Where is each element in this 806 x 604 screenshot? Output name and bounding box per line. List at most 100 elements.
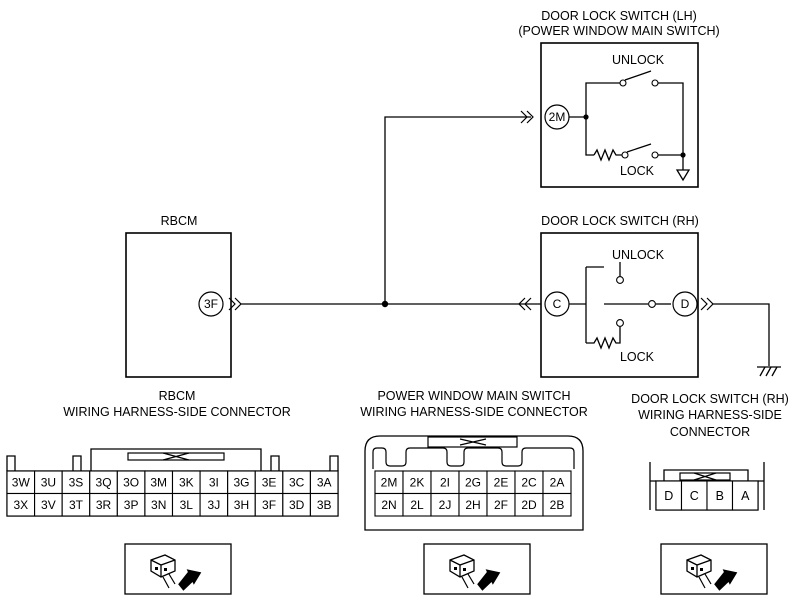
rh-connector-subtitle-2: CONNECTOR — [670, 425, 750, 439]
terminal-c-label: C — [553, 297, 562, 311]
rbcm-connector-latch-x — [162, 452, 190, 461]
pin-label-3g: 3G — [233, 476, 249, 490]
pin-cell-d — [655, 480, 683, 511]
pin-label-2h: 2H — [465, 498, 480, 512]
pw-connector-subtitle: WIRING HARNESS-SIDE CONNECTOR — [360, 405, 588, 419]
pin-label-c: C — [690, 489, 699, 503]
pw-connector-latch-x — [459, 438, 487, 446]
splice-dot — [381, 300, 389, 308]
lh-switch-subtitle: (POWER WINDOW MAIN SWITCH) — [518, 24, 719, 38]
terminal-3f — [198, 291, 224, 317]
pin-label-2n: 2N — [381, 498, 396, 512]
rh-unlock-contact — [616, 276, 624, 284]
rh-connector-latch — [679, 472, 731, 481]
rh-lock-label: LOCK — [620, 350, 655, 364]
pin-label-3o: 3O — [123, 476, 139, 490]
pin-label-2d: 2D — [521, 498, 537, 512]
ground-symbol — [757, 366, 781, 377]
terminal-d — [672, 291, 698, 317]
terminal-2m-label: 2M — [549, 110, 566, 124]
pin-label-2g: 2G — [465, 476, 481, 490]
pin-label-3r: 3R — [96, 498, 112, 512]
pin-label-2f: 2F — [494, 498, 508, 512]
pin-label-3e: 3E — [262, 476, 277, 490]
pw-connector-shell — [364, 435, 584, 531]
rh-switch-title: DOOR LOCK SWITCH (RH) — [541, 214, 699, 228]
rh-unlock-label: UNLOCK — [612, 248, 665, 262]
pin-label-3s: 3S — [69, 476, 84, 490]
lh-unlock-blade — [624, 70, 652, 81]
lh-ground-triangle — [675, 155, 691, 182]
pin-label-3d: 3D — [289, 498, 305, 512]
rh-connector-posts — [649, 462, 765, 510]
pin-label-3b: 3B — [317, 498, 332, 512]
pin-label-3h: 3H — [234, 498, 249, 512]
lh-unlock-contact-2 — [651, 79, 659, 87]
lh-resistor — [593, 148, 622, 162]
lh-lock-label: LOCK — [620, 164, 655, 178]
pin-label-2e: 2E — [494, 476, 509, 490]
rh-pivot-contact — [648, 300, 656, 308]
pin-label-3x: 3X — [13, 498, 28, 512]
pin-label-2l: 2L — [410, 498, 424, 512]
rh-connector: DOOR LOCK SWITCH (RH) WIRING HARNESS-SID… — [631, 392, 789, 511]
pin-label-3w: 3W — [12, 476, 31, 490]
rh-connector-hood — [663, 469, 749, 481]
pin-label-3f: 3F — [262, 498, 276, 512]
pin-label-3l: 3L — [180, 498, 194, 512]
pin-label-3u: 3U — [41, 476, 56, 490]
view-icon-rbcm — [124, 543, 232, 595]
rh-c-connector-chevrons — [518, 297, 532, 311]
lh-switch: DOOR LOCK SWITCH (LH) (POWER WINDOW MAIN… — [518, 9, 720, 188]
wire-splice-to-lh-switch — [384, 116, 531, 304]
pin-cell-c — [680, 480, 708, 511]
rbcm-connector-posts — [6, 455, 339, 471]
pin-cell-a — [731, 480, 759, 511]
lh-lock-blade — [626, 143, 652, 153]
rh-resistor — [586, 327, 621, 350]
pin-label-3m: 3M — [150, 476, 167, 490]
rbcm-connector-hood — [90, 448, 262, 471]
rbcm-connector-title: RBCM — [159, 389, 196, 403]
view-icon-rh — [660, 543, 768, 595]
view-icon-pw-main — [423, 543, 531, 595]
lh-lock-contact — [621, 151, 629, 159]
pin-label-3n: 3N — [151, 498, 166, 512]
lh-unlock-contact — [619, 79, 627, 87]
lh-right-bus — [658, 82, 684, 155]
rbcm: RBCM 3F — [125, 214, 242, 378]
rh-switch: DOOR LOCK SWITCH (RH) C UNLOCK LOCK D — [518, 214, 714, 378]
pin-cell-3b — [309, 492, 339, 517]
lh-connector-chevrons — [520, 110, 534, 124]
pin-label-3t: 3T — [69, 498, 84, 512]
pin-label-3p: 3P — [124, 498, 139, 512]
pw-connector-keys — [372, 447, 575, 469]
terminal-d-label: D — [681, 297, 690, 311]
pin-label-2a: 2A — [550, 476, 565, 490]
rh-connector-title: DOOR LOCK SWITCH (RH) — [631, 392, 789, 406]
pin-label-2c: 2C — [521, 476, 537, 490]
pin-label-a: A — [741, 489, 750, 503]
rh-lock-contact — [616, 319, 624, 327]
lh-common-line — [569, 82, 620, 156]
pin-label-3c: 3C — [289, 476, 305, 490]
pin-label-d: D — [664, 489, 673, 503]
wiring — [241, 116, 781, 377]
pin-label-3q: 3Q — [96, 476, 112, 490]
pw-connector-title: POWER WINDOW MAIN SWITCH — [377, 389, 570, 403]
lh-unlock-label: UNLOCK — [612, 53, 665, 67]
rbcm-connector-latch — [127, 452, 225, 461]
pin-cell-2b — [542, 492, 572, 517]
pw-connector-latch — [427, 436, 518, 448]
pin-label-2k: 2K — [410, 476, 425, 490]
pin-label-3j: 3J — [208, 498, 221, 512]
lh-switch-title: DOOR LOCK SWITCH (LH) — [541, 9, 697, 23]
pin-label-3i: 3I — [209, 476, 219, 490]
pin-label-b: B — [716, 489, 724, 503]
wire-rh-to-ground — [713, 303, 770, 366]
